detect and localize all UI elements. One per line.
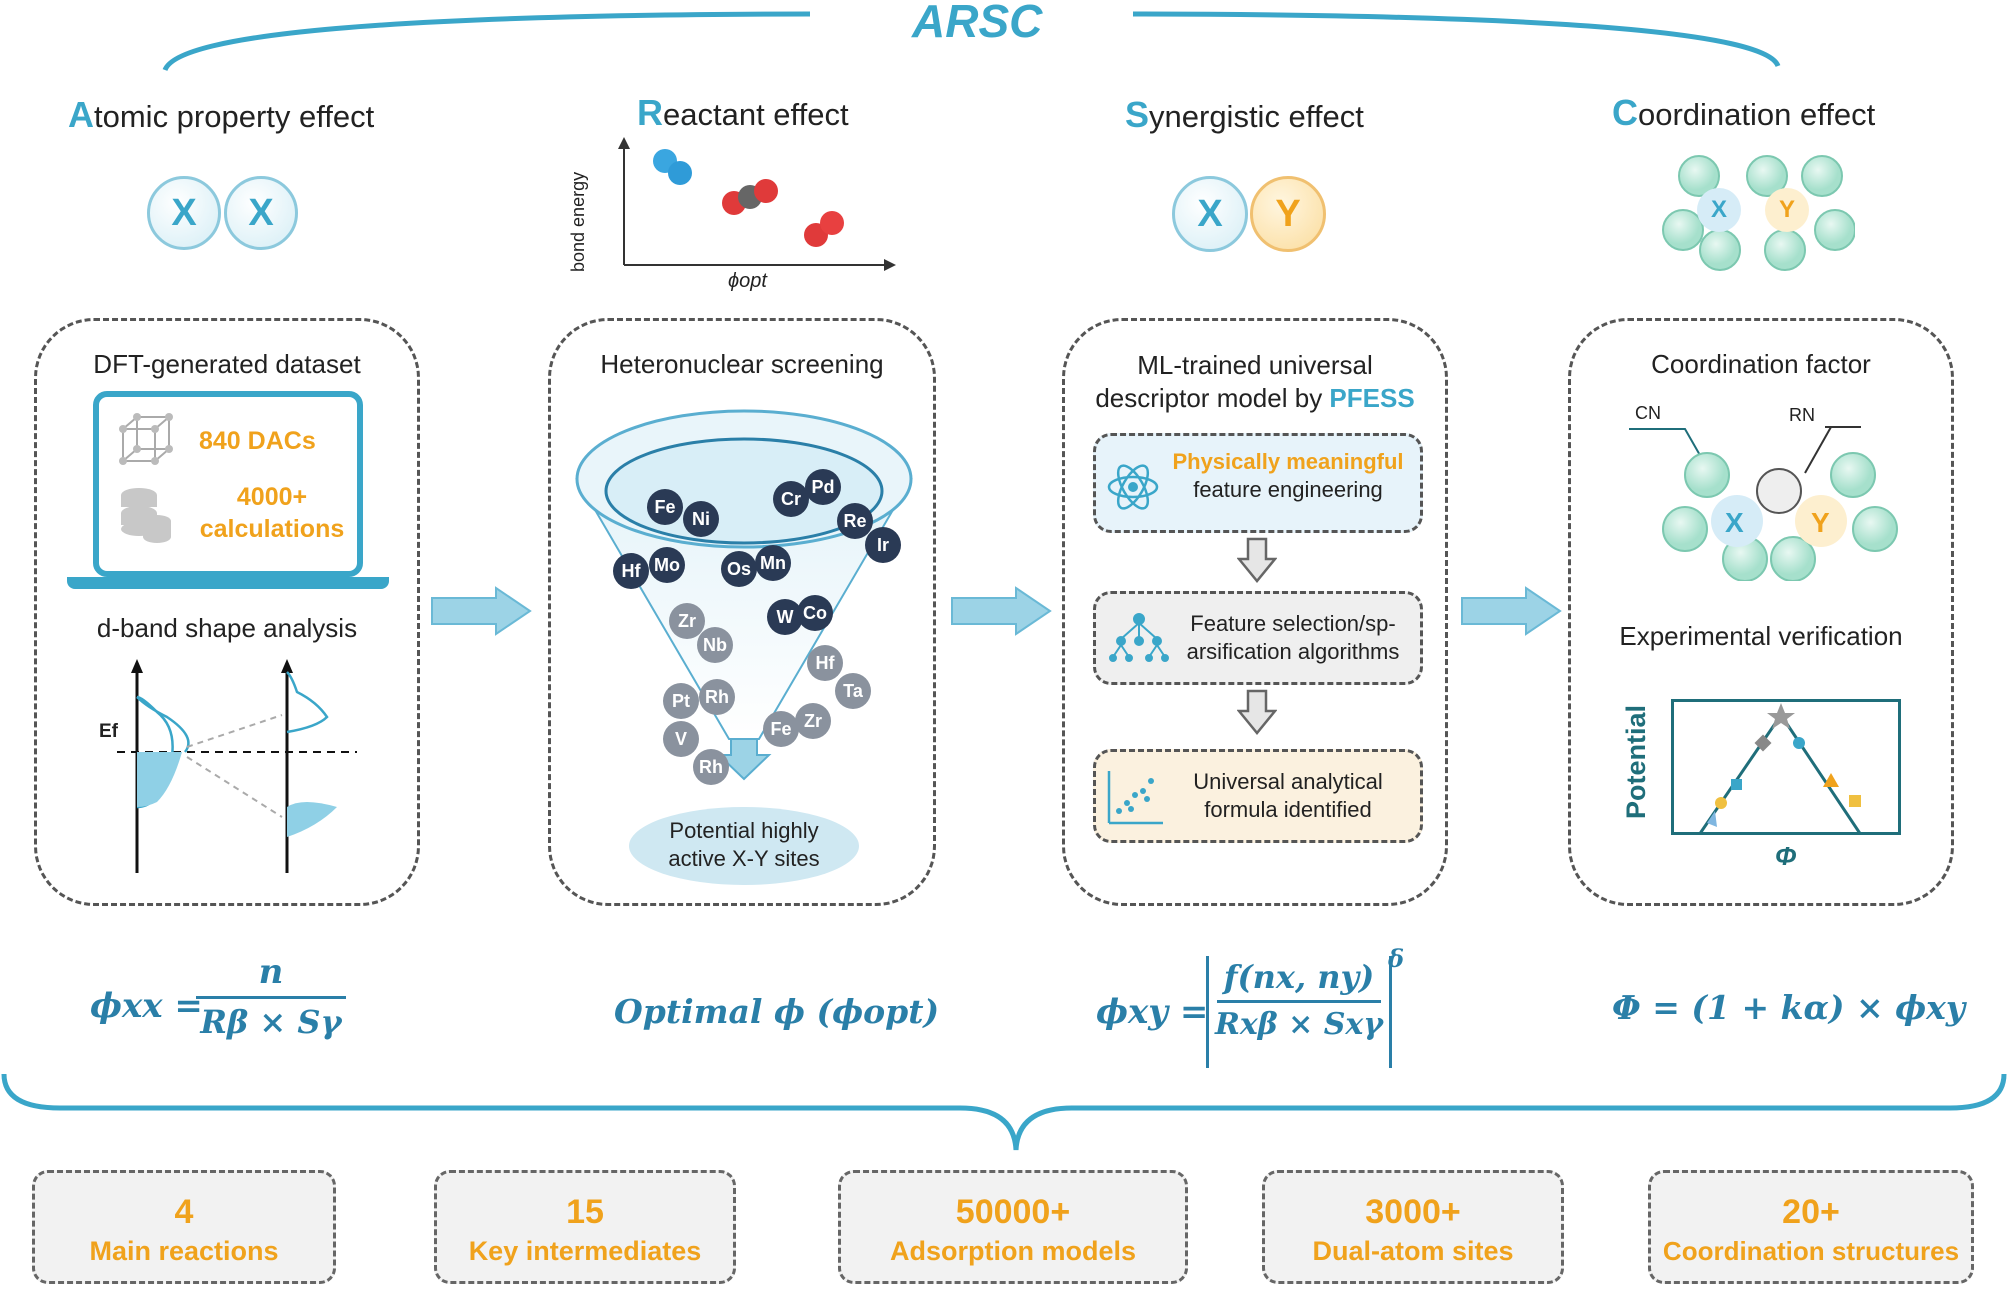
laptop-screen — [93, 391, 363, 577]
element-light: Pt — [663, 683, 699, 719]
cluster-x-label: X — [1711, 196, 1728, 223]
arrow-right-icon — [951, 586, 1052, 636]
database-icon — [121, 488, 171, 543]
atom-y-icon: Y — [1250, 176, 1326, 252]
element-light: Zr — [795, 703, 831, 739]
formula-phi-xy-bracket: f(nx, ny) Rxβ × Sxγ — [1206, 956, 1392, 1068]
element-dark: Ir — [865, 527, 901, 563]
structure-x-label: X — [1725, 507, 1744, 538]
diagram-title: ARSC — [912, 0, 1043, 47]
structure-y-label: Y — [1811, 507, 1830, 538]
panel-coordination: Coordination factor CN RN X Y Experiment… — [1568, 318, 1954, 906]
step-feature-selection: Feature selection/sp-arsification algori… — [1093, 591, 1423, 685]
arrow-right-icon — [1461, 586, 1562, 636]
element-light: Hf — [807, 645, 843, 681]
formula-numerator: n — [258, 952, 284, 992]
element-dark: Os — [721, 551, 757, 587]
formula-exponent: δ — [1388, 944, 1405, 973]
column-title-atomic: Atomic property effect — [68, 94, 375, 135]
atom-x-icon: X — [147, 176, 221, 250]
element-light: Zr — [669, 603, 705, 639]
column-title-synergistic: Synergistic effect — [1125, 94, 1364, 135]
stat-adsorption-models: 50000+Adsorption models — [838, 1170, 1188, 1284]
formula-denominator: Rβ × Sγ — [200, 1003, 342, 1041]
element-dark: Cr — [773, 481, 809, 517]
element-dark: Pd — [805, 469, 841, 505]
arrow-down-icon — [1237, 689, 1277, 735]
volcano-plot — [1697, 703, 1863, 835]
element-dark: Co — [797, 595, 833, 631]
element-light: V — [663, 721, 699, 757]
rn-label: RN — [1789, 405, 1815, 425]
element-dark: Hf — [613, 553, 649, 589]
element-cloud: Fe Ni Cr Pd Re Ir Hf Mo Os Mn W Co Zr Nb… — [573, 393, 917, 747]
panel-atomic-property: DFT-generated dataset 840 DACs 4000+calc… — [34, 318, 420, 906]
reactant-xlabel: ϕopt — [728, 270, 767, 292]
element-dark: Ni — [683, 501, 719, 537]
bottom-brace — [1, 1073, 2007, 1151]
calculations-count: 4000+calculations — [199, 483, 345, 543]
panel-heading: Heteronuclear screening — [600, 349, 884, 379]
formula-coordination: Φ = (1 + kα) × ϕxy — [1612, 988, 1965, 1027]
atom-x-icon: X — [224, 176, 298, 250]
element-light: Rh — [699, 679, 735, 715]
formula-numerator: f(nx, ny) — [1223, 958, 1375, 996]
element-light: Ta — [835, 673, 871, 709]
stat-coordination-structures: 20+Coordination structures — [1648, 1170, 1974, 1284]
coordination-structure-icon — [1629, 426, 1898, 581]
column-title-reactant: Reactant effect — [637, 92, 849, 133]
volcano-plot-frame — [1671, 699, 1901, 835]
panel-reactant: Heteronuclear screening Fe Ni Cr Pd Re I… — [548, 318, 936, 906]
element-dark: Mo — [649, 547, 685, 583]
formula-phi-xx-fraction: n Rβ × Sγ — [196, 952, 346, 1041]
crystal-lattice-icon — [119, 413, 173, 465]
element-light: Nb — [697, 627, 733, 663]
arrow-right-icon — [431, 586, 532, 636]
reactant-plot — [618, 137, 896, 271]
atom-x-icon: X — [1172, 176, 1248, 252]
dband-diagram — [117, 659, 357, 873]
cn-label: CN — [1635, 403, 1661, 423]
tree-hierarchy-icon — [1109, 613, 1169, 662]
element-dark: Fe — [647, 489, 683, 525]
cluster-y-label: Y — [1779, 196, 1796, 223]
element-light: Rh — [693, 749, 729, 785]
panel-heading: DFT-generated dataset — [93, 349, 361, 379]
volcano-xlabel: Φ — [1775, 841, 1797, 871]
element-dark: Mn — [755, 545, 791, 581]
column-title-coordination: Coordination effect — [1612, 92, 1876, 133]
element-dark: Re — [837, 503, 873, 539]
top-arc — [162, 11, 1781, 72]
formula-denominator: Rxβ × Sxγ — [1214, 1007, 1384, 1042]
volcano-ylabel: Potential — [1621, 704, 1651, 819]
laptop-base — [67, 577, 389, 589]
element-light: Fe — [763, 711, 799, 747]
atom-orbit-icon — [1107, 464, 1159, 510]
scatter-plot-icon — [1107, 771, 1163, 825]
dacs-count: 840 DACs — [199, 427, 316, 455]
coordination-cluster-icon — [1662, 155, 1855, 271]
arrow-down-icon — [1237, 537, 1277, 583]
experimental-heading: Experimental verification — [1619, 621, 1903, 651]
fermi-label: Ef — [99, 721, 118, 742]
panel-heading: Coordination factor — [1651, 349, 1871, 379]
stat-dual-atom-sites: 3000+Dual-atom sites — [1262, 1170, 1564, 1284]
dband-heading: d-band shape analysis — [96, 613, 358, 643]
reactant-ylabel: bond energy — [568, 171, 588, 272]
formula-phi-xy-lhs: ϕxy = — [1096, 992, 1209, 1032]
formula-optimal-phi: Optimal ϕ (ϕopt) — [614, 992, 940, 1031]
formula-phi-xx-lhs: ϕxx = — [90, 986, 203, 1026]
